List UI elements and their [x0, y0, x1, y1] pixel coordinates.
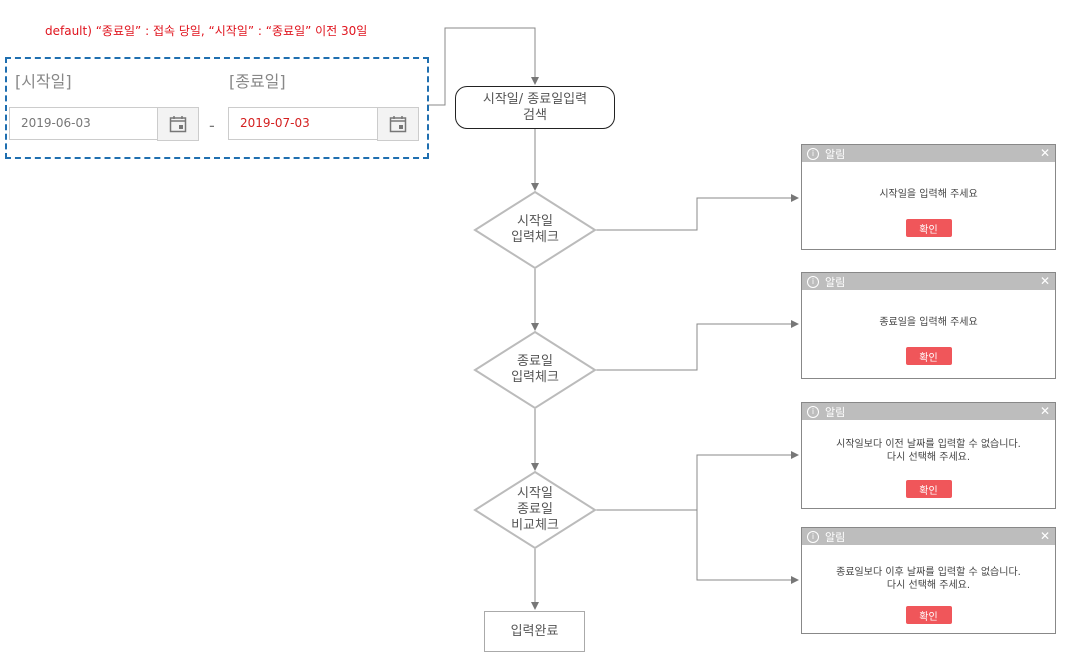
end-node: 입력완료: [484, 611, 585, 652]
dialog-message: 종료일을 입력해 주세요: [879, 317, 978, 328]
alert-dialog-start-invalid: i 알림 ✕ 시작일보다 이전 날짜를 입력할 수 없습니다. 다시 선택해 주세요…: [801, 402, 1056, 509]
info-icon: i: [807, 530, 819, 543]
confirm-button[interactable]: 확인: [905, 606, 952, 624]
connector: [595, 451, 799, 511]
close-icon[interactable]: ✕: [1039, 146, 1050, 160]
calendar-icon: [389, 116, 407, 133]
confirm-button[interactable]: 확인: [905, 347, 952, 365]
connector: [595, 194, 799, 231]
info-icon: i: [807, 405, 819, 418]
end-date-input[interactable]: 2019-07-03: [228, 107, 379, 140]
dialog-title: 알림: [825, 147, 846, 161]
decision-text: 종료일: [517, 354, 553, 369]
decision-text: 시작일: [517, 214, 553, 229]
decision-diamond: [473, 190, 597, 270]
decision-text: 시작일: [517, 486, 553, 501]
start-date-input[interactable]: 2019-06-03: [9, 107, 159, 140]
decision-text: 입력체크: [511, 230, 559, 245]
end-date-label: [종료일]: [229, 72, 286, 91]
decision-text: 종료일: [517, 502, 553, 517]
dialog-message: 시작일을 입력해 주세요: [879, 189, 978, 200]
connector: [595, 320, 799, 371]
dialog-title: 알림: [825, 530, 846, 544]
info-icon: i: [807, 275, 819, 288]
alert-dialog-end-invalid: i 알림 ✕ 종료일보다 이후 날짜를 입력할 수 없습니다. 다시 선택해 주세요…: [801, 527, 1056, 634]
close-icon[interactable]: ✕: [1039, 404, 1050, 418]
start-date-label: [시작일]: [15, 72, 72, 91]
close-icon[interactable]: ✕: [1039, 529, 1050, 543]
dialog-message: 다시 선택해 주세요.: [886, 580, 971, 591]
info-icon: i: [807, 147, 819, 160]
confirm-button[interactable]: 확인: [905, 219, 952, 237]
alert-dialog-start-missing: i 알림 ✕ 시작일을 입력해 주세요 확인: [801, 144, 1056, 250]
calendar-icon: [169, 116, 187, 133]
dialog-title: 알림: [825, 405, 846, 419]
date-range-group: [5, 57, 429, 159]
range-separator: -: [209, 116, 215, 135]
connector: [696, 510, 799, 584]
decision-diamond: [473, 470, 597, 550]
confirm-button[interactable]: 확인: [905, 480, 952, 498]
start-node-line: 시작일/ 종료일입력: [482, 91, 588, 107]
start-calendar-button[interactable]: [157, 107, 199, 141]
close-icon[interactable]: ✕: [1039, 274, 1050, 288]
dialog-message: 시작일보다 이전 날짜를 입력할 수 없습니다.: [836, 439, 1021, 450]
connector-form-to-start: [427, 27, 539, 106]
decision-text: 입력체크: [511, 370, 559, 385]
start-node-line: 검색: [523, 107, 547, 123]
alert-dialog-end-missing: i 알림 ✕ 종료일을 입력해 주세요 확인: [801, 272, 1056, 379]
default-note: default) “종료일” : 접속 당일, “시작일” : “종료일” 이전…: [45, 24, 368, 38]
end-calendar-button[interactable]: [377, 107, 419, 141]
dialog-message: 종료일보다 이후 날짜를 입력할 수 없습니다.: [836, 567, 1021, 578]
dialog-title: 알림: [825, 275, 846, 289]
decision-text: 비교체크: [511, 518, 559, 533]
decision-diamond: [473, 330, 597, 410]
dialog-message: 다시 선택해 주세요.: [886, 452, 971, 463]
